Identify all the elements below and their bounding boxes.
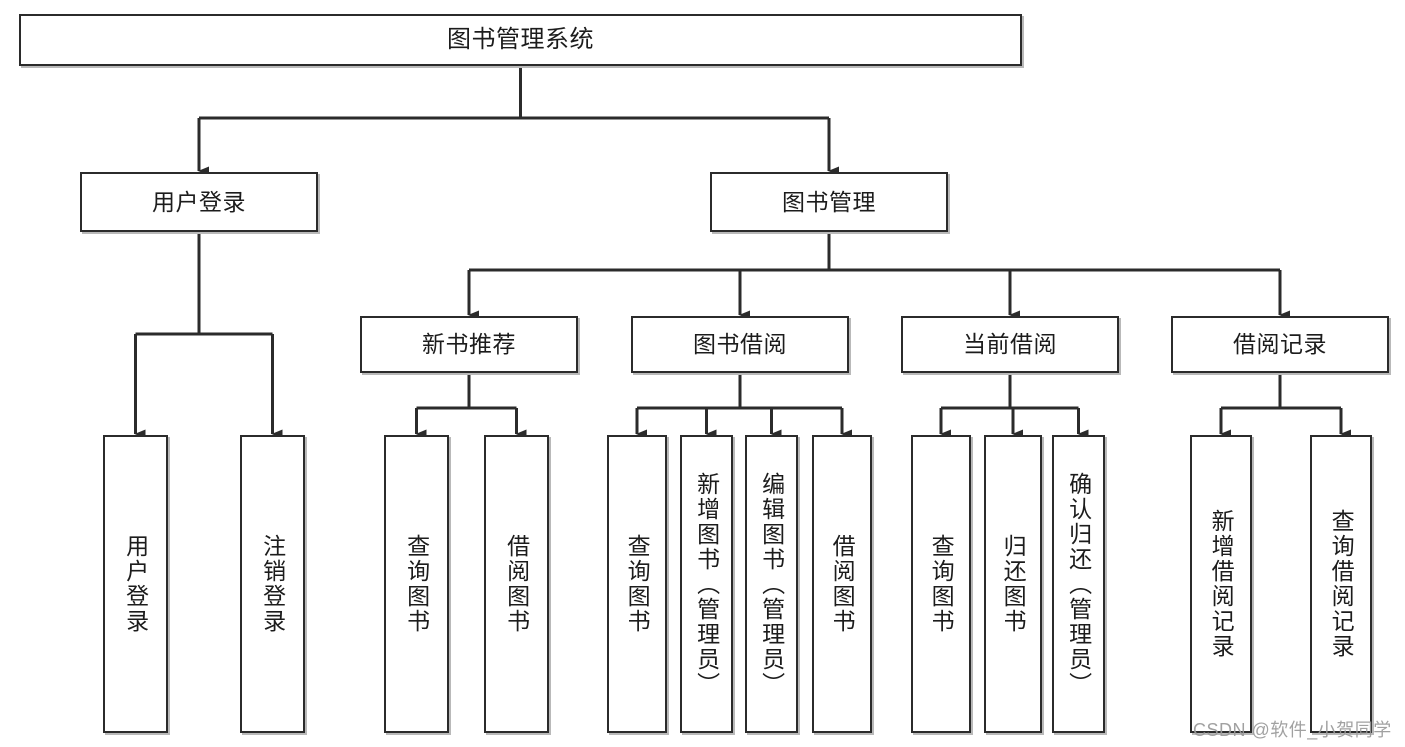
node-leaf9[interactable]: 查询图书 xyxy=(911,435,971,733)
node-label-leaf4: 借阅图书 xyxy=(503,534,530,634)
node-bookmgmt[interactable]: 图书管理 xyxy=(710,172,948,232)
node-label-leaf7: 编辑图书（管理员） xyxy=(758,471,785,697)
node-leaf6[interactable]: 新增图书（管理员） xyxy=(680,435,733,733)
node-leaf10[interactable]: 归还图书 xyxy=(984,435,1042,733)
node-label-leaf2: 注销登录 xyxy=(259,534,286,634)
node-label-leaf10: 归还图书 xyxy=(1000,534,1027,634)
node-label-leaf3: 查询图书 xyxy=(403,534,430,634)
node-leaf8[interactable]: 借阅图书 xyxy=(812,435,872,733)
node-label-leaf12: 新增借阅记录 xyxy=(1208,509,1235,659)
node-leaf13[interactable]: 查询借阅记录 xyxy=(1310,435,1372,733)
node-login[interactable]: 用户登录 xyxy=(80,172,318,232)
node-label-leaf6: 新增图书（管理员） xyxy=(693,471,720,697)
node-label-leaf13: 查询借阅记录 xyxy=(1328,509,1355,659)
node-label-current: 当前借阅 xyxy=(963,331,1057,358)
node-label-leaf9: 查询图书 xyxy=(928,534,955,634)
node-newbook[interactable]: 新书推荐 xyxy=(360,316,578,373)
node-leaf12[interactable]: 新增借阅记录 xyxy=(1190,435,1252,733)
node-label-login: 用户登录 xyxy=(152,188,246,215)
node-leaf3[interactable]: 查询图书 xyxy=(384,435,449,733)
node-leaf11[interactable]: 确认归还（管理员） xyxy=(1052,435,1105,733)
node-label-bookmgmt: 图书管理 xyxy=(782,188,876,215)
node-label-leaf11: 确认归还（管理员） xyxy=(1065,471,1092,697)
node-label-borrow: 图书借阅 xyxy=(693,331,787,358)
node-label-newbook: 新书推荐 xyxy=(422,331,516,358)
node-leaf1[interactable]: 用户登录 xyxy=(103,435,168,733)
node-root[interactable]: 图书管理系统 xyxy=(19,14,1022,66)
connector-lines xyxy=(134,66,1351,439)
node-records[interactable]: 借阅记录 xyxy=(1171,316,1389,373)
node-leaf5[interactable]: 查询图书 xyxy=(607,435,667,733)
node-label-records: 借阅记录 xyxy=(1233,331,1327,358)
node-leaf4[interactable]: 借阅图书 xyxy=(484,435,549,733)
watermark: CSDN @软件_小贺同学 xyxy=(1193,720,1392,740)
node-current[interactable]: 当前借阅 xyxy=(901,316,1119,373)
node-label-leaf1: 用户登录 xyxy=(122,534,149,634)
node-label-leaf5: 查询图书 xyxy=(624,534,651,634)
node-leaf2[interactable]: 注销登录 xyxy=(240,435,305,733)
node-label-root: 图书管理系统 xyxy=(447,26,594,54)
node-label-leaf8: 借阅图书 xyxy=(829,534,856,634)
node-borrow[interactable]: 图书借阅 xyxy=(631,316,849,373)
node-leaf7[interactable]: 编辑图书（管理员） xyxy=(745,435,798,733)
